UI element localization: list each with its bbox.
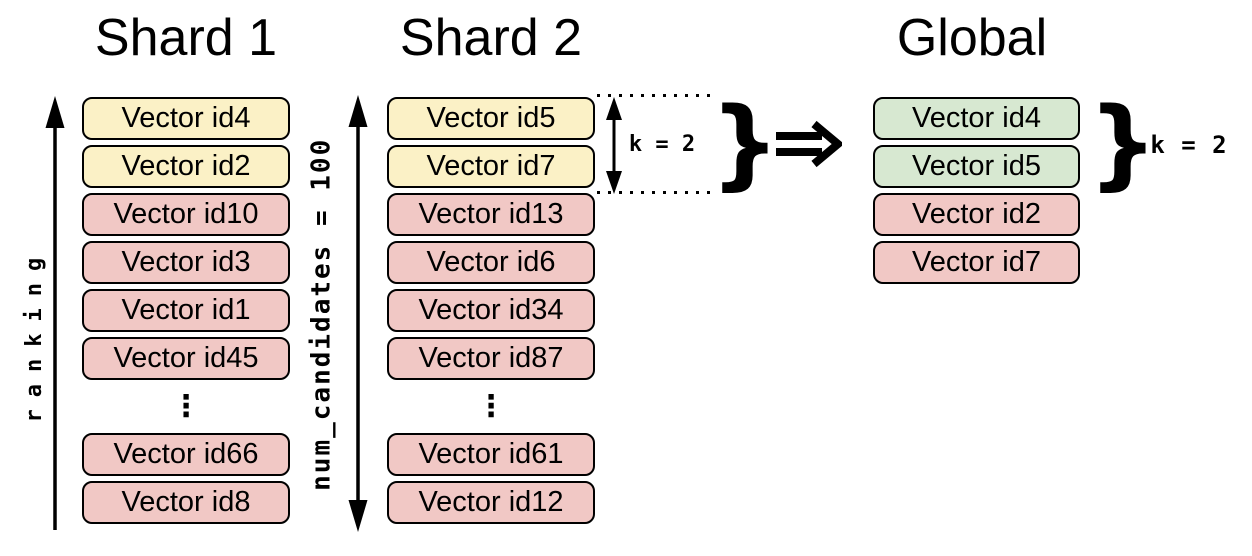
vector-box-pink: Vector id45 xyxy=(82,337,290,380)
vector-box-pink: Vector id13 xyxy=(387,193,595,236)
vector-box-pink: Vector id10 xyxy=(82,193,290,236)
vector-box-label: Vector id12 xyxy=(418,486,564,518)
vector-box-label: Vector id7 xyxy=(912,246,1041,278)
ellipsis-dots: ⋮ xyxy=(171,389,201,424)
vector-box-pink: Vector id2 xyxy=(873,193,1080,236)
vector-box-label: Vector id66 xyxy=(113,438,259,470)
global-k-label: k = 2 xyxy=(1150,131,1228,159)
vector-box-label: Vector id2 xyxy=(912,198,1041,230)
vector-box-yellow: Vector id7 xyxy=(387,145,595,188)
vector-box-yellow: Vector id2 xyxy=(82,145,290,188)
vector-box-pink: Vector id1 xyxy=(82,289,290,332)
vector-box-yellow: Vector id4 xyxy=(82,97,290,140)
vector-box-label: Vector id34 xyxy=(418,294,564,326)
vector-box-label: Vector id1 xyxy=(121,294,251,326)
num-candidates-axis-arrow-icon xyxy=(348,95,368,532)
vector-box-pink: Vector id66 xyxy=(82,433,290,476)
vector-box-pink: Vector id3 xyxy=(82,241,290,284)
vector-box-pink: Vector id61 xyxy=(387,433,595,476)
shard2-k-label: k = 2 xyxy=(628,132,696,157)
vector-box-label: Vector id10 xyxy=(113,198,259,230)
vector-box-label: Vector id7 xyxy=(426,150,556,182)
shard2-brace: } xyxy=(710,87,780,201)
vector-box-label: Vector id3 xyxy=(121,246,251,278)
global-brace: } xyxy=(1088,87,1158,201)
vector-box-label: Vector id61 xyxy=(418,438,564,470)
vector-box-yellow: Vector id5 xyxy=(387,97,595,140)
vector-box-label: Vector id8 xyxy=(121,486,251,518)
vector-box-label: Vector id13 xyxy=(418,198,564,230)
vector-box-pink: Vector id34 xyxy=(387,289,595,332)
vector-box-label: Vector id5 xyxy=(912,150,1041,182)
vector-box-label: Vector id45 xyxy=(113,342,259,374)
vector-box-label: Vector id2 xyxy=(121,150,251,182)
vector-box-label: Vector id4 xyxy=(121,102,251,134)
vector-box-pink: Vector id7 xyxy=(873,241,1080,284)
shard1-title: Shard 1 xyxy=(94,9,278,67)
implies-arrow-icon xyxy=(776,120,842,168)
ranking-axis-arrow-icon xyxy=(45,96,65,530)
vector-box-pink: Vector id6 xyxy=(387,241,595,284)
vector-box-label: Vector id4 xyxy=(912,102,1041,134)
k-selection-dotted-line-top xyxy=(597,94,714,97)
k-range-arrow-icon xyxy=(606,97,622,194)
vector-box-pink: Vector id8 xyxy=(82,481,290,524)
vector-box-green: Vector id4 xyxy=(873,97,1080,140)
vector-box-label: Vector id87 xyxy=(418,342,564,374)
vector-box-pink: Vector id12 xyxy=(387,481,595,524)
ranking-axis-label: ranking xyxy=(21,245,47,423)
shard2-title: Shard 2 xyxy=(399,9,583,67)
vector-box-pink: Vector id87 xyxy=(387,337,595,380)
global-title: Global xyxy=(896,9,1048,67)
vector-box-label: Vector id6 xyxy=(426,246,556,278)
vector-box-green: Vector id5 xyxy=(873,145,1080,188)
k-selection-dotted-line-bottom xyxy=(597,191,714,194)
num-candidates-axis-label: num_candidates = 100 xyxy=(306,137,337,491)
vector-box-label: Vector id5 xyxy=(426,102,556,134)
ellipsis-dots: ⋮ xyxy=(476,389,506,424)
